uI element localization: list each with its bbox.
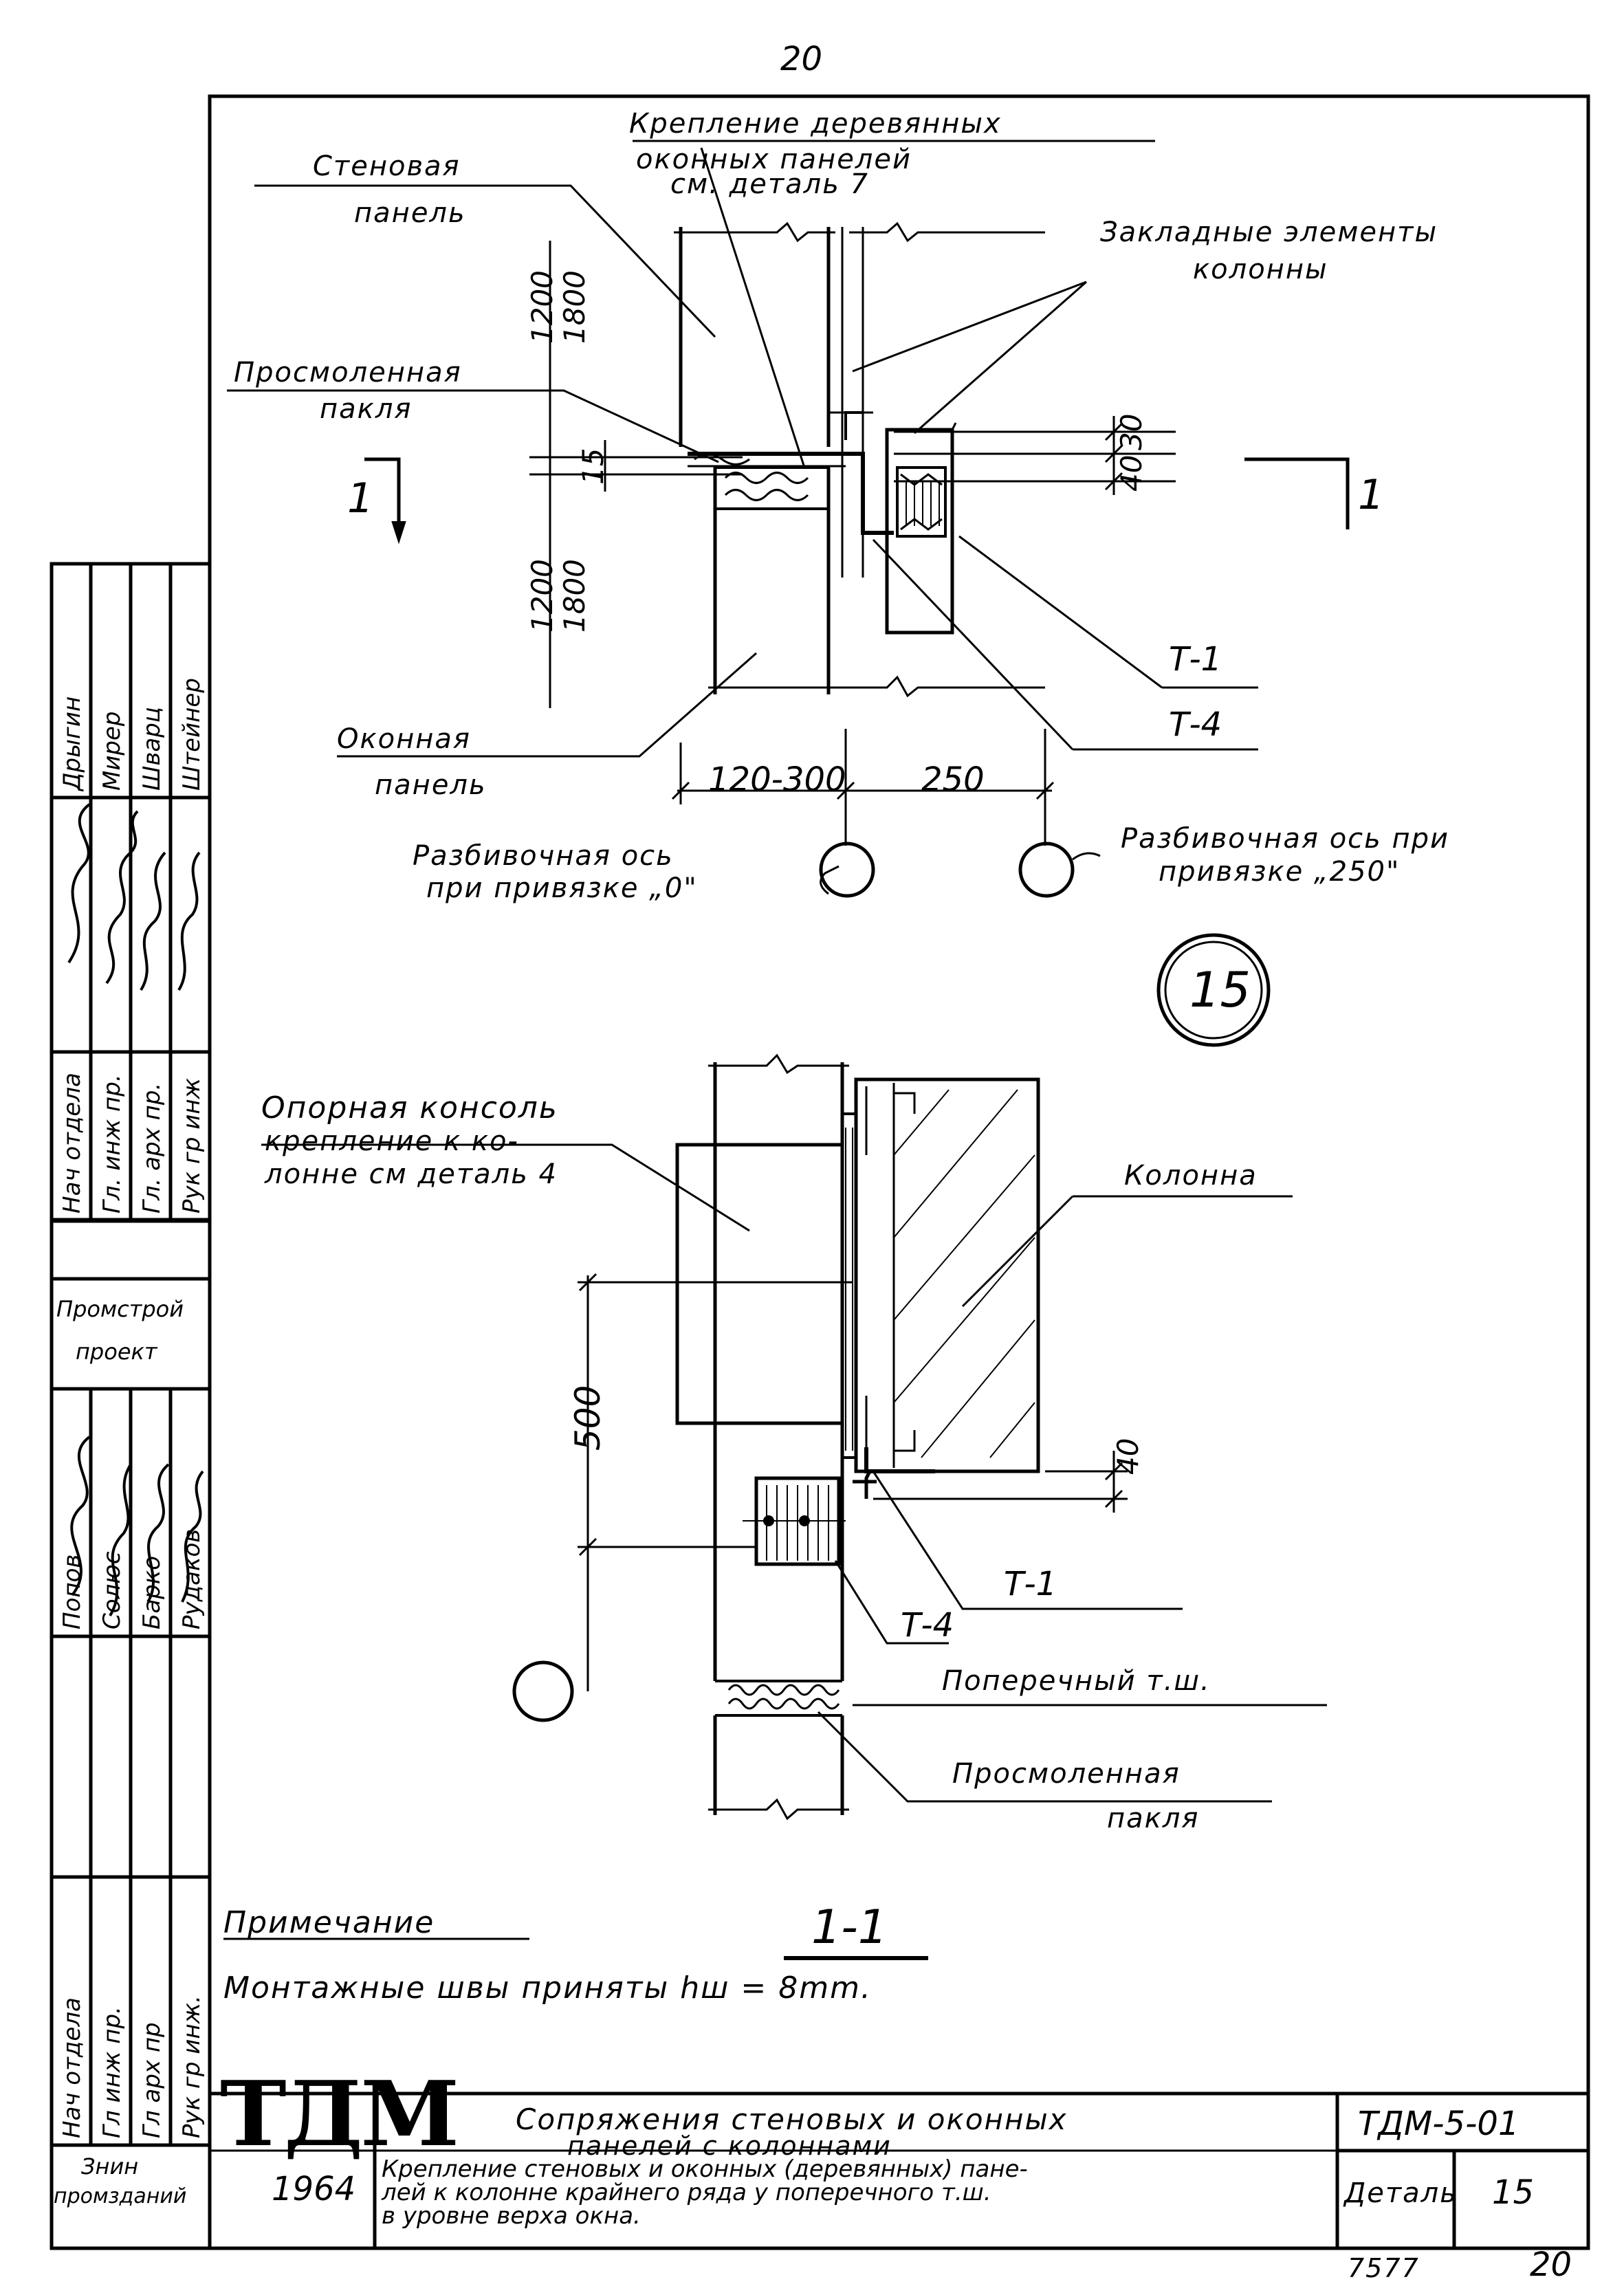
title-year: 1964 [272, 2170, 356, 2208]
plan-view [227, 140, 1350, 1047]
footer-archive-number: 7577 [1348, 2253, 1420, 2283]
label-console-1: Опорная консоль [261, 1090, 558, 1125]
stamp-upper-role-3: Гл. арх пр. [138, 1082, 166, 1214]
dim-lower-b: 1800 [558, 559, 591, 633]
note-heading: Примечание [223, 1905, 435, 1940]
label-wall-panel-1: Стеновая [313, 151, 461, 182]
tag-t1-section: Т-1 [1004, 1565, 1057, 1603]
tag-t4-top: Т-4 [1169, 705, 1222, 744]
label-fastening-3: см. деталь 7 [670, 168, 869, 200]
dim-30: 30 [1115, 413, 1148, 450]
section-mark-left: 1 [347, 474, 374, 523]
stamp-lower-name-4: Рудаков [178, 1528, 206, 1629]
title-line-1: Сопряжения стеновых и оконных [516, 2102, 1068, 2136]
stamp-org-1: Промстрой [56, 1296, 184, 1322]
label-window-panel-1: Оконная [337, 723, 471, 755]
stamp-lower-name-1: Попов [58, 1554, 86, 1629]
dim-500: 500 [568, 1385, 608, 1451]
logo-tdm: ТДМ [220, 2061, 459, 2166]
dim-40-section: 40 [1111, 1438, 1145, 1475]
subtitle-line-1: Крепление стеновых и оконных (деревянных… [382, 2155, 1028, 2183]
stamp-upper-role-4: Рук гр инж [178, 1077, 206, 1214]
axis-label-250-line2: привязке „250" [1159, 856, 1401, 888]
section-title: 1-1 [811, 1900, 888, 1955]
stamp-lower-name-3: Барко [138, 1555, 166, 1629]
stamp-upper-role-2: Гл. инж пр. [98, 1074, 126, 1214]
stamp-lower-name-2: Солюс [98, 1551, 126, 1629]
detail-no: 15 [1492, 2173, 1535, 2212]
stamp-upper-name-4: Штейнер [178, 678, 206, 791]
label-embedded-2: колонны [1193, 254, 1328, 285]
label-window-panel-2: панель [375, 769, 487, 801]
stamp-lower-org-2: промзданий [54, 2184, 187, 2208]
tag-t4-section: Т-4 [901, 1606, 954, 1645]
stamp-upper-name-3: Шварц [138, 707, 166, 791]
label-transverse-seam: Поперечный т.ш. [942, 1665, 1211, 1697]
label-wall-panel-2: панель [354, 197, 466, 229]
stamp-lower-role-4: Рук гр инж. [178, 1995, 206, 2138]
detail-label: Деталь [1344, 2177, 1458, 2209]
dim-40-top: 40 [1115, 454, 1148, 492]
label-embedded-1: Закладные элементы [1100, 217, 1438, 248]
label-console-3: лонне см деталь 4 [265, 1159, 558, 1190]
stamp-lower-role-3: Гл арх пр [138, 2022, 166, 2138]
stamp-upper-name-2: Мирер [98, 711, 126, 791]
title-line-2: панелей с колоннами [567, 2131, 892, 2161]
axis-label-250-line1: Разбивочная ось при [1121, 823, 1449, 855]
axis-label-0-line1: Разбивочная ось [413, 840, 674, 872]
section-view [223, 1053, 1327, 1960]
dim-upper-b: 1800 [558, 270, 591, 344]
page-number-top: 20 [780, 40, 823, 78]
label-fastening-1: Крепление деревянных [629, 108, 1002, 140]
stamp-upper-name-1: Дрыгин [58, 696, 86, 791]
label-tarred-section-1: Просмоленная [952, 1758, 1181, 1790]
stamp-lower-role-1: Нач отдела [58, 1997, 86, 2138]
stamp-upper-role-1: Нач отдела [58, 1073, 86, 1214]
stamp-org-2: проект [76, 1339, 157, 1365]
label-tarred-2: пакля [320, 393, 413, 425]
doc-code: ТДМ-5-01 [1358, 2105, 1519, 2143]
stamp-lower-org-1: Знин [81, 2153, 139, 2179]
label-tarred-1: Просмоленная [234, 357, 462, 388]
tag-t1-top: Т-1 [1169, 640, 1222, 679]
dim-15: 15 [576, 448, 610, 485]
footer-page-number: 20 [1530, 2245, 1572, 2284]
detail-number: 15 [1189, 962, 1251, 1018]
subtitle-line-2: лей к колонне крайнего ряда у поперечног… [382, 2179, 991, 2206]
stamp-lower-role-2: Гл инж пр. [98, 2006, 126, 2138]
section-mark-right: 1 [1358, 471, 1385, 519]
axis-label-0-line2: при привязке „0" [426, 872, 698, 904]
note-text: Монтажные швы приняты hш = 8mm. [223, 1970, 872, 2006]
label-fastening-2: оконных панелей [636, 144, 912, 175]
dim-lower-a: 1200 [525, 559, 559, 633]
dim-left-width: 120-300 [708, 760, 846, 799]
label-tarred-section-2: пакля [1107, 1803, 1200, 1834]
subtitle-line-3: в уровне верха окна. [382, 2202, 641, 2230]
signature-scribbles [67, 803, 204, 1617]
dim-right-width: 250 [921, 760, 985, 799]
label-console-2: крепление к ко- [265, 1125, 519, 1157]
label-column: Колонна [1124, 1160, 1258, 1192]
dim-upper-a: 1200 [525, 270, 559, 344]
